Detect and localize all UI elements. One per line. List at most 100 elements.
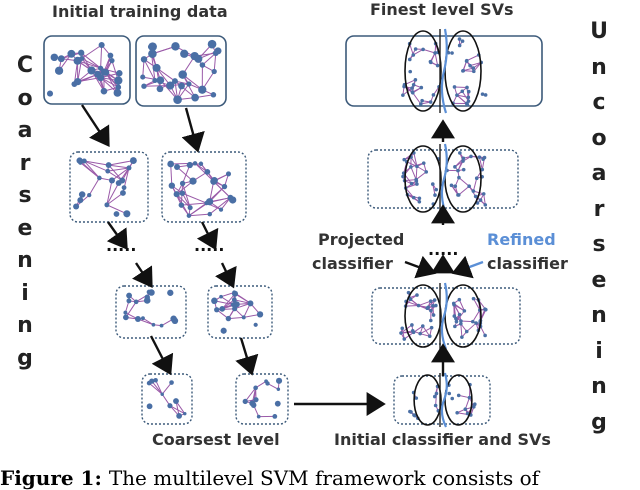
support-vector-node [478, 155, 482, 159]
sv-ellipse [414, 375, 441, 425]
graph-node [219, 208, 223, 212]
graph-node [257, 311, 263, 317]
support-vector-node [474, 321, 478, 325]
graph-node [214, 47, 221, 54]
label-dots-left-a: ..... [106, 236, 136, 255]
support-vector-node [431, 182, 435, 186]
graph-node [47, 91, 53, 97]
graph-node [157, 76, 165, 84]
graph-node [152, 323, 156, 327]
support-vector-node [402, 337, 406, 341]
graph-node [242, 315, 246, 319]
support-vector-node [455, 93, 459, 97]
graph-node [191, 94, 199, 102]
support-vector-node [464, 407, 468, 411]
coarsening-letter: e [10, 213, 40, 246]
graph-node [148, 44, 153, 49]
support-vector-node [422, 161, 426, 165]
graph-edge [181, 203, 206, 205]
graph-node [180, 191, 185, 196]
graph-node [253, 397, 258, 402]
graph-node [178, 83, 185, 90]
support-vector-node [421, 48, 425, 52]
graph-node [114, 89, 122, 97]
support-vector-node [454, 317, 458, 321]
graph-node [130, 157, 137, 164]
svm-edge [455, 87, 467, 88]
graph-node [73, 203, 79, 209]
support-vector-node [415, 293, 419, 297]
graph-node [114, 76, 122, 84]
graph-edge [195, 163, 214, 181]
support-vector-node [436, 64, 440, 68]
support-vector-node [434, 188, 438, 192]
svm-edge [459, 186, 469, 195]
support-vector-node [433, 298, 437, 302]
graph-node [204, 169, 210, 175]
coarsening-letter: o [10, 83, 40, 116]
support-vector-node [452, 302, 456, 306]
uncoarsening-letter: a [584, 156, 614, 192]
support-vector-node [424, 170, 428, 174]
arrow-projected-pointer [405, 262, 432, 272]
graph-edge [182, 193, 206, 203]
graph-node [243, 399, 248, 404]
caption-prefix: Figure 1: [0, 466, 102, 490]
graph-node [232, 291, 238, 297]
support-vector-node [433, 193, 437, 197]
label-initial-training-data: Initial training data [52, 2, 228, 21]
support-vector-node [415, 165, 419, 169]
refined-classifier-line [442, 144, 447, 214]
graph-edge [82, 45, 102, 58]
graph-node [190, 52, 198, 60]
support-vector-node [432, 313, 436, 317]
support-vector-node [429, 100, 433, 104]
graph-node [183, 412, 186, 415]
graph-node [172, 43, 177, 48]
support-vector-node [453, 85, 457, 89]
support-vector-node [473, 402, 477, 406]
uncoarsening-letter: n [584, 298, 614, 334]
support-vector-node [479, 198, 483, 202]
support-vector-node [455, 320, 459, 324]
support-vector-node [411, 53, 415, 57]
svm-edge [467, 323, 476, 332]
graph-node [167, 290, 173, 296]
support-vector-node [459, 322, 463, 326]
graph-node [247, 300, 253, 306]
graph-node [97, 176, 102, 181]
graph-node [253, 386, 258, 391]
support-vector-node [418, 197, 422, 201]
graph-node [226, 171, 231, 176]
support-vector-node [468, 396, 472, 400]
graph-node [173, 398, 179, 404]
support-vector-node [412, 330, 416, 334]
graph-node [189, 177, 196, 184]
graph-node [109, 177, 115, 183]
support-vector-node [458, 313, 462, 317]
graph-edge [109, 165, 129, 168]
graph-node [214, 307, 219, 312]
refined-classifier-line [442, 29, 447, 113]
support-vector-node [460, 90, 464, 94]
graph-node [105, 169, 110, 174]
uncoarsening-letter: g [584, 405, 614, 441]
graph-edge [80, 163, 99, 178]
graph-node [204, 201, 208, 205]
svm-edge [473, 310, 480, 321]
support-vector-node [472, 189, 476, 193]
graph-node [55, 67, 63, 75]
svm-edge [423, 49, 435, 53]
graph-node [157, 86, 164, 93]
support-vector-node [410, 182, 414, 186]
graph-node [232, 297, 237, 302]
support-vector-node [468, 64, 472, 68]
support-vector-node [401, 93, 405, 97]
graph-node [169, 380, 174, 385]
support-vector-node [417, 304, 421, 308]
graph-node [167, 403, 172, 408]
graph-node [116, 70, 122, 76]
svm-edge [435, 53, 438, 66]
support-vector-node [412, 83, 416, 87]
